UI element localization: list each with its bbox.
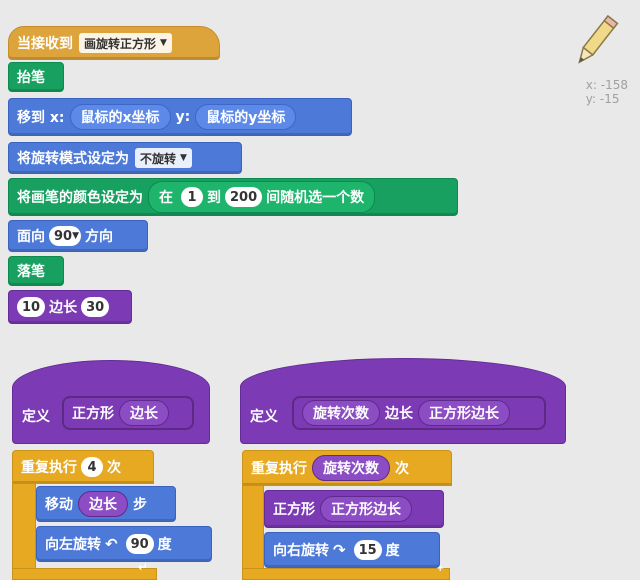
random-pre-label: 在 — [159, 190, 173, 206]
chevron-down-icon: ▼ — [180, 153, 187, 163]
repeat-block-square[interactable]: 重复执行 4 次 — [12, 450, 154, 484]
define-rotate-mid-label: 边长 — [385, 406, 413, 422]
repeat-foot-square — [12, 568, 157, 580]
move-param-reporter[interactable]: 边长 — [78, 491, 128, 517]
repeat-arm-square — [12, 483, 36, 578]
turn-left-input[interactable]: 90 — [125, 534, 154, 554]
repeat-label: 重复执行 — [21, 460, 77, 476]
point-direction-label: 面向 — [17, 229, 45, 245]
turn-left-block[interactable]: 向左旋转 ↶ 90 度 — [36, 526, 212, 562]
call-square-block[interactable]: 正方形 正方形边长 — [264, 490, 444, 528]
goto-xy-block[interactable]: 移到 x: 鼠标的x坐标 y: 鼠标的y坐标 — [8, 98, 352, 136]
call-square-label: 正方形 — [273, 502, 315, 518]
param-square-side-label: 正方形边长 — [429, 406, 499, 422]
rotate-right-icon: ↷ — [333, 541, 346, 559]
set-pen-color-label: 将画笔的颜色设定为 — [17, 190, 143, 206]
move-label: 移动 — [45, 497, 73, 513]
sprite-coordinates: x: -158 y: -15 — [586, 78, 628, 106]
repeat-rotate-param[interactable]: 旋转次数 — [312, 455, 390, 481]
goto-label: 移到 x: — [17, 110, 65, 126]
proc-name-square: 正方形 — [72, 406, 114, 422]
custom-block-call[interactable]: 10 边长 30 — [8, 290, 132, 324]
repeat-count-input[interactable]: 4 — [81, 457, 103, 477]
repeat-arm-rotate — [242, 485, 264, 580]
random-post-label: 间随机选一个数 — [266, 190, 365, 206]
rotation-style-block[interactable]: 将旋转模式设定为 不旋转 ▼ — [8, 142, 242, 174]
random-to-label: 到 — [207, 190, 221, 206]
point-direction-suffix: 方向 — [85, 229, 114, 245]
mouse-x-reporter[interactable]: 鼠标的x坐标 — [69, 104, 171, 130]
move-param-label: 边长 — [89, 497, 117, 513]
when-receive-label: 当接收到 — [17, 36, 73, 52]
direction-value: 90 — [54, 228, 73, 244]
move-suffix: 步 — [133, 497, 147, 513]
when-receive-block[interactable]: 当接收到 画旋转正方形 ▼ — [8, 26, 220, 60]
pen-up-label: 抬笔 — [17, 70, 45, 86]
define-rotate-label: 定义 — [250, 409, 278, 425]
turn-right-suffix: 度 — [385, 543, 400, 559]
param-rotation-count-label: 旋转次数 — [313, 406, 369, 422]
call-square-param[interactable]: 正方形边长 — [320, 496, 412, 522]
turn-left-label: 向左旋转 — [45, 537, 101, 553]
rotate-left-icon: ↶ — [105, 535, 118, 553]
call-label: 边长 — [49, 300, 78, 316]
repeat-suffix: 次 — [107, 460, 121, 476]
call-count-input[interactable]: 10 — [17, 297, 46, 317]
set-pen-color-block[interactable]: 将画笔的颜色设定为 在 1 到 200 间随机选一个数 — [8, 178, 458, 216]
define-rotate-prototype[interactable]: 旋转次数 边长 正方形边长 — [292, 396, 546, 430]
call-size-input[interactable]: 30 — [81, 297, 110, 317]
goto-y-label: y: — [175, 109, 191, 125]
param-side-length[interactable]: 边长 — [119, 400, 169, 426]
rotation-style-label: 将旋转模式设定为 — [17, 151, 129, 167]
message-dropdown[interactable]: 画旋转正方形 ▼ — [79, 33, 172, 53]
turn-left-suffix: 度 — [157, 537, 172, 553]
chevron-down-icon: ▼ — [72, 231, 80, 241]
message-value: 画旋转正方形 — [84, 36, 157, 51]
mouse-y-reporter[interactable]: 鼠标的y坐标 — [195, 104, 297, 130]
rotation-style-dropdown[interactable]: 不旋转 ▼ — [135, 148, 192, 168]
repeat-rotate-label: 重复执行 — [251, 461, 307, 477]
repeat-rotate-param-label: 旋转次数 — [323, 461, 379, 477]
define-square-prototype[interactable]: 正方形 边长 — [62, 396, 194, 430]
pen-down-block[interactable]: 落笔 — [8, 256, 64, 286]
random-reporter[interactable]: 在 1 到 200 间随机选一个数 — [148, 181, 376, 213]
repeat-foot-rotate — [242, 568, 450, 580]
random-to-input[interactable]: 200 — [225, 187, 263, 207]
pen-down-label: 落笔 — [17, 264, 45, 280]
sprite-x-readout: x: -158 — [585, 78, 628, 92]
turn-right-input[interactable]: 15 — [353, 540, 382, 560]
pencil-icon — [578, 14, 619, 64]
rotation-style-value: 不旋转 — [140, 151, 177, 166]
turn-right-label: 向右旋转 — [273, 543, 329, 559]
add-icon: + — [436, 563, 445, 574]
point-direction-block[interactable]: 面向 90 ▼ 方向 — [8, 220, 148, 252]
chevron-down-icon: ▼ — [160, 38, 167, 48]
loop-arrow-icon: ↵ — [138, 560, 149, 574]
repeat-block-rotate[interactable]: 重复执行 旋转次数 次 — [242, 450, 452, 486]
sprite-y-readout: y: -15 — [585, 92, 620, 106]
repeat-rotate-suffix: 次 — [395, 461, 409, 477]
define-square-label: 定义 — [22, 409, 50, 425]
pen-up-block[interactable]: 抬笔 — [8, 62, 64, 92]
turn-right-block[interactable]: 向右旋转 ↷ 15 度 — [264, 532, 440, 568]
move-steps-block[interactable]: 移动 边长 步 — [36, 486, 176, 522]
param-side-length-label: 边长 — [130, 406, 158, 422]
direction-input[interactable]: 90 ▼ — [49, 226, 82, 246]
param-rotation-count[interactable]: 旋转次数 — [302, 400, 380, 426]
random-from-input[interactable]: 1 — [181, 187, 203, 207]
mouse-x-label: 鼠标的x坐标 — [80, 110, 160, 126]
call-square-param-label: 正方形边长 — [331, 502, 401, 518]
param-square-side[interactable]: 正方形边长 — [418, 400, 510, 426]
mouse-y-label: 鼠标的y坐标 — [206, 110, 286, 126]
